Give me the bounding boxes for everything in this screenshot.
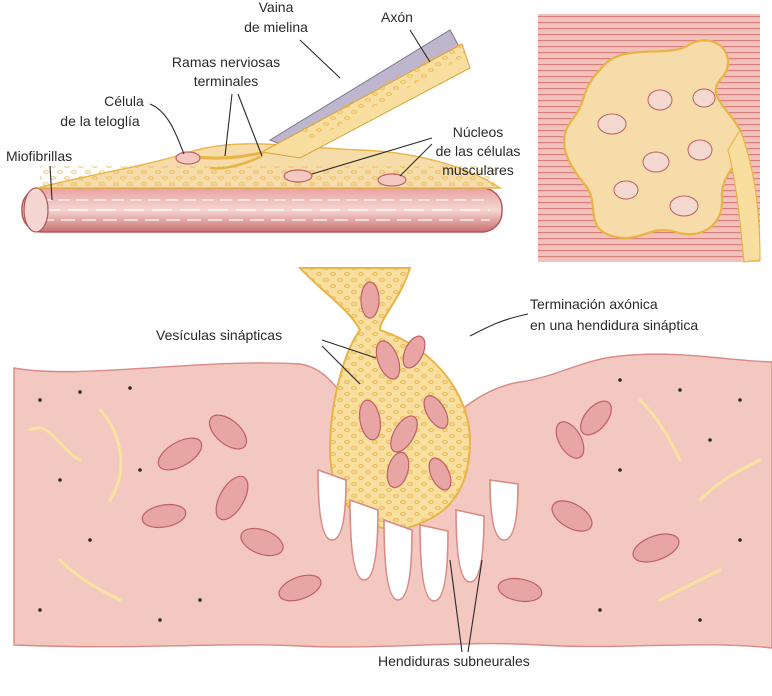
label-vaina-1: Vaina xyxy=(259,0,294,15)
label-nucleos-2: de las células xyxy=(436,143,521,159)
label-axon: Axón xyxy=(381,9,413,25)
svg-text:Célula: Célula xyxy=(104,93,144,109)
svg-text:en una hendidura sináptica: en una hendidura sináptica xyxy=(530,317,698,333)
svg-text:Miofibrillas: Miofibrillas xyxy=(6,148,72,164)
label-terminacion-2: en una hendidura sináptica xyxy=(530,317,698,333)
svg-text:Ramas nerviosas: Ramas nerviosas xyxy=(172,54,280,70)
myofibril-cylinder xyxy=(22,188,502,232)
label-hendiduras: Hendiduras subneurales xyxy=(378,653,530,669)
svg-text:musculares: musculares xyxy=(442,162,514,178)
label-teloglia-1: Célula xyxy=(104,93,144,109)
svg-text:Terminación axónica: Terminación axónica xyxy=(530,296,658,312)
svg-text:Núcleos: Núcleos xyxy=(453,124,504,140)
label-nucleos-1: Núcleos xyxy=(453,124,504,140)
muscle-nucleus xyxy=(284,170,312,182)
label-nucleos-3: musculares xyxy=(442,162,514,178)
label-teloglia-2: de la teloglía xyxy=(60,113,140,129)
label-vesiculas: Vesículas sinápticas xyxy=(156,327,282,343)
label-ramas-1: Ramas nerviosas xyxy=(172,54,280,70)
svg-text:Hendiduras subneurales: Hendiduras subneurales xyxy=(378,653,530,669)
label-terminacion-1: Terminación axónica xyxy=(530,296,658,312)
svg-text:terminales: terminales xyxy=(194,73,259,89)
label-vaina-2: de mielina xyxy=(244,19,308,35)
muscle-nucleus xyxy=(378,174,406,186)
label-ramas-2: terminales xyxy=(194,73,259,89)
teloglia-cell-nucleus xyxy=(176,152,200,164)
svg-text:de la teloglía: de la teloglía xyxy=(60,113,140,129)
svg-text:de las células: de las células xyxy=(436,143,521,159)
svg-text:de mielina: de mielina xyxy=(244,19,308,35)
svg-text:Vesículas sinápticas: Vesículas sinápticas xyxy=(156,327,282,343)
svg-text:Vaina: Vaina xyxy=(259,0,294,15)
label-miofibrillas: Miofibrillas xyxy=(6,148,72,164)
end-plate-face-view xyxy=(538,14,760,262)
svg-text:Axón: Axón xyxy=(381,9,413,25)
